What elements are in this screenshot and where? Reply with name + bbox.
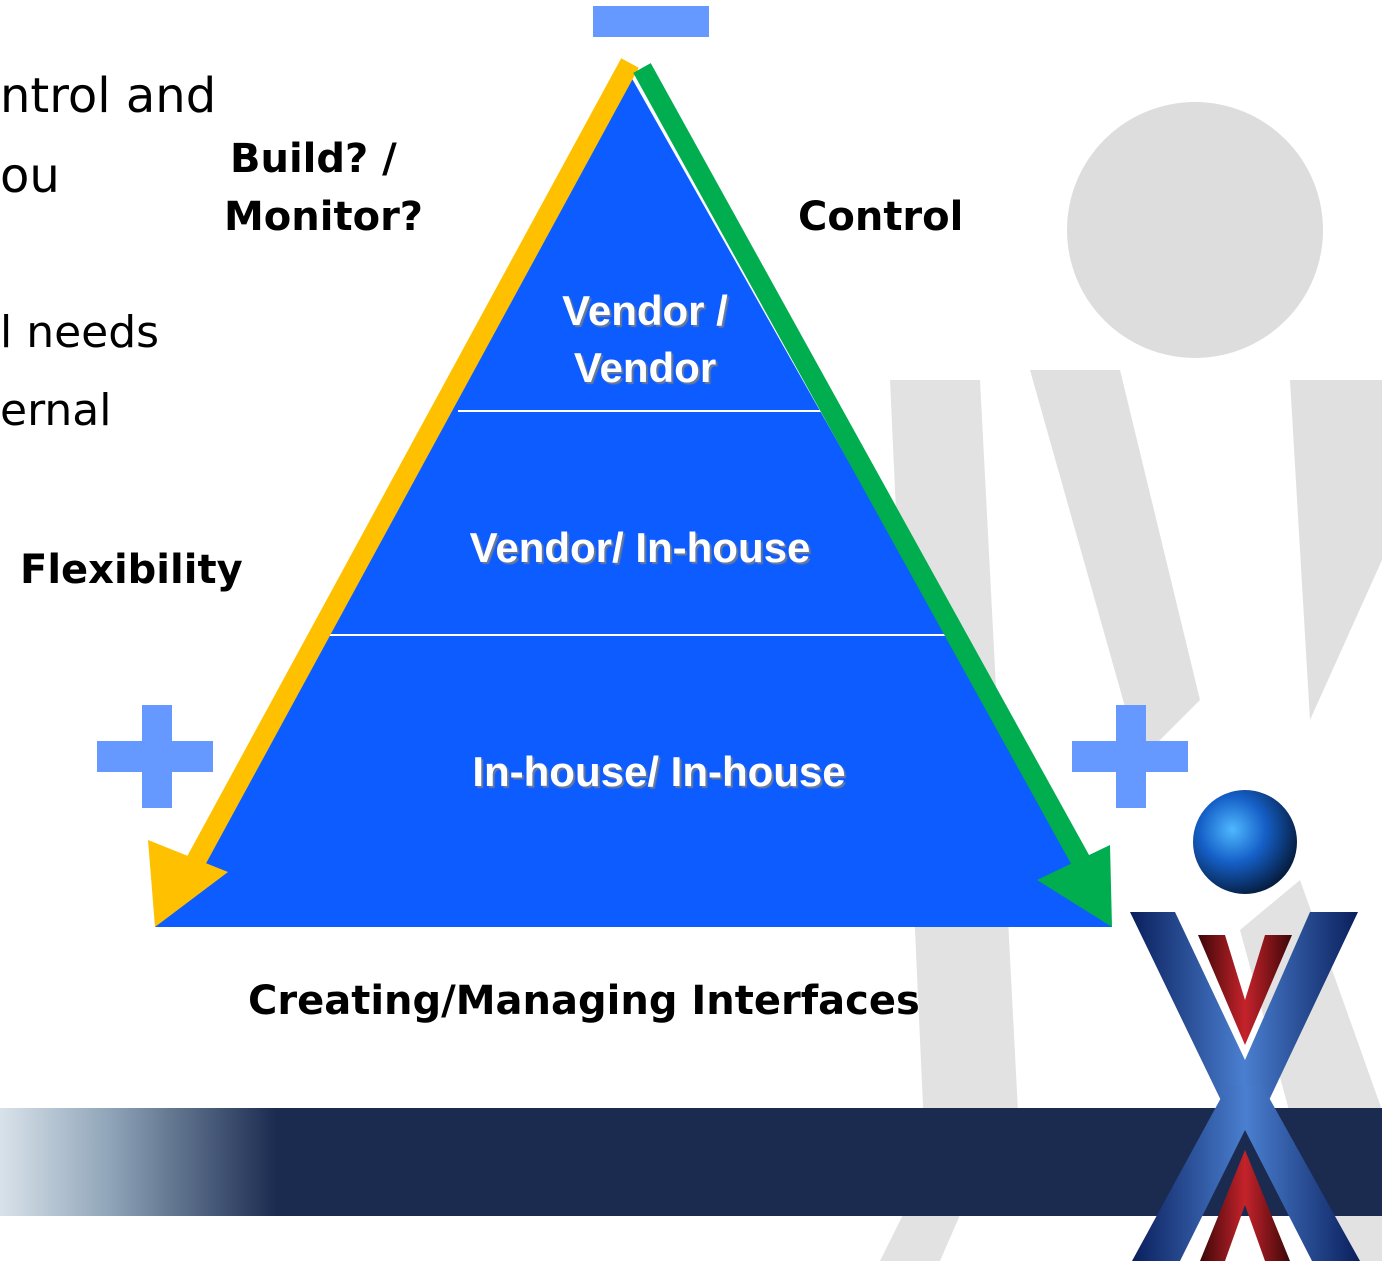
apex-label: Build? / Monitor?	[224, 130, 423, 246]
plus-icon	[97, 705, 213, 808]
tier-label-line: Vendor	[573, 343, 717, 391]
interfaces-label: Creating/Managing Interfaces	[248, 978, 920, 1024]
tier-label-line: Vendor /	[562, 287, 728, 334]
minus-icon	[593, 6, 709, 37]
watermark-stripe	[1030, 370, 1200, 760]
logo-lower-x	[1132, 1085, 1360, 1261]
control-label: Control	[798, 194, 964, 240]
logo-lower-v	[1200, 1150, 1290, 1261]
logo-orb	[1193, 790, 1297, 894]
pyramid	[155, 75, 1112, 927]
flexibility-label: Flexibility	[20, 547, 243, 593]
apex-label-line: Build? /	[230, 136, 397, 182]
plus-icon	[1072, 705, 1188, 808]
tier-label-top: Vendor / Vendor	[520, 283, 770, 396]
apex-label-line: Monitor?	[224, 194, 424, 240]
watermark-stripe	[1290, 380, 1382, 720]
logo-upper-x	[1130, 912, 1358, 1115]
watermark-circle	[1067, 102, 1323, 358]
logo-upper-v	[1198, 935, 1292, 1045]
company-logo	[1130, 790, 1360, 1261]
flexibility-arrow	[148, 58, 639, 927]
tier-label-bottom: In-house/ In-house	[472, 748, 846, 795]
control-arrow	[633, 63, 1112, 927]
body-text-line: ou	[0, 148, 60, 204]
body-text-line: ntrol and	[0, 68, 217, 124]
body-text-line: l needs	[0, 307, 160, 358]
tier-label-middle: Vendor/ In-house	[469, 524, 811, 571]
pyramid-triangle	[155, 75, 1112, 927]
footer-banner	[0, 1108, 1382, 1216]
body-text-line: ernal	[0, 385, 112, 436]
